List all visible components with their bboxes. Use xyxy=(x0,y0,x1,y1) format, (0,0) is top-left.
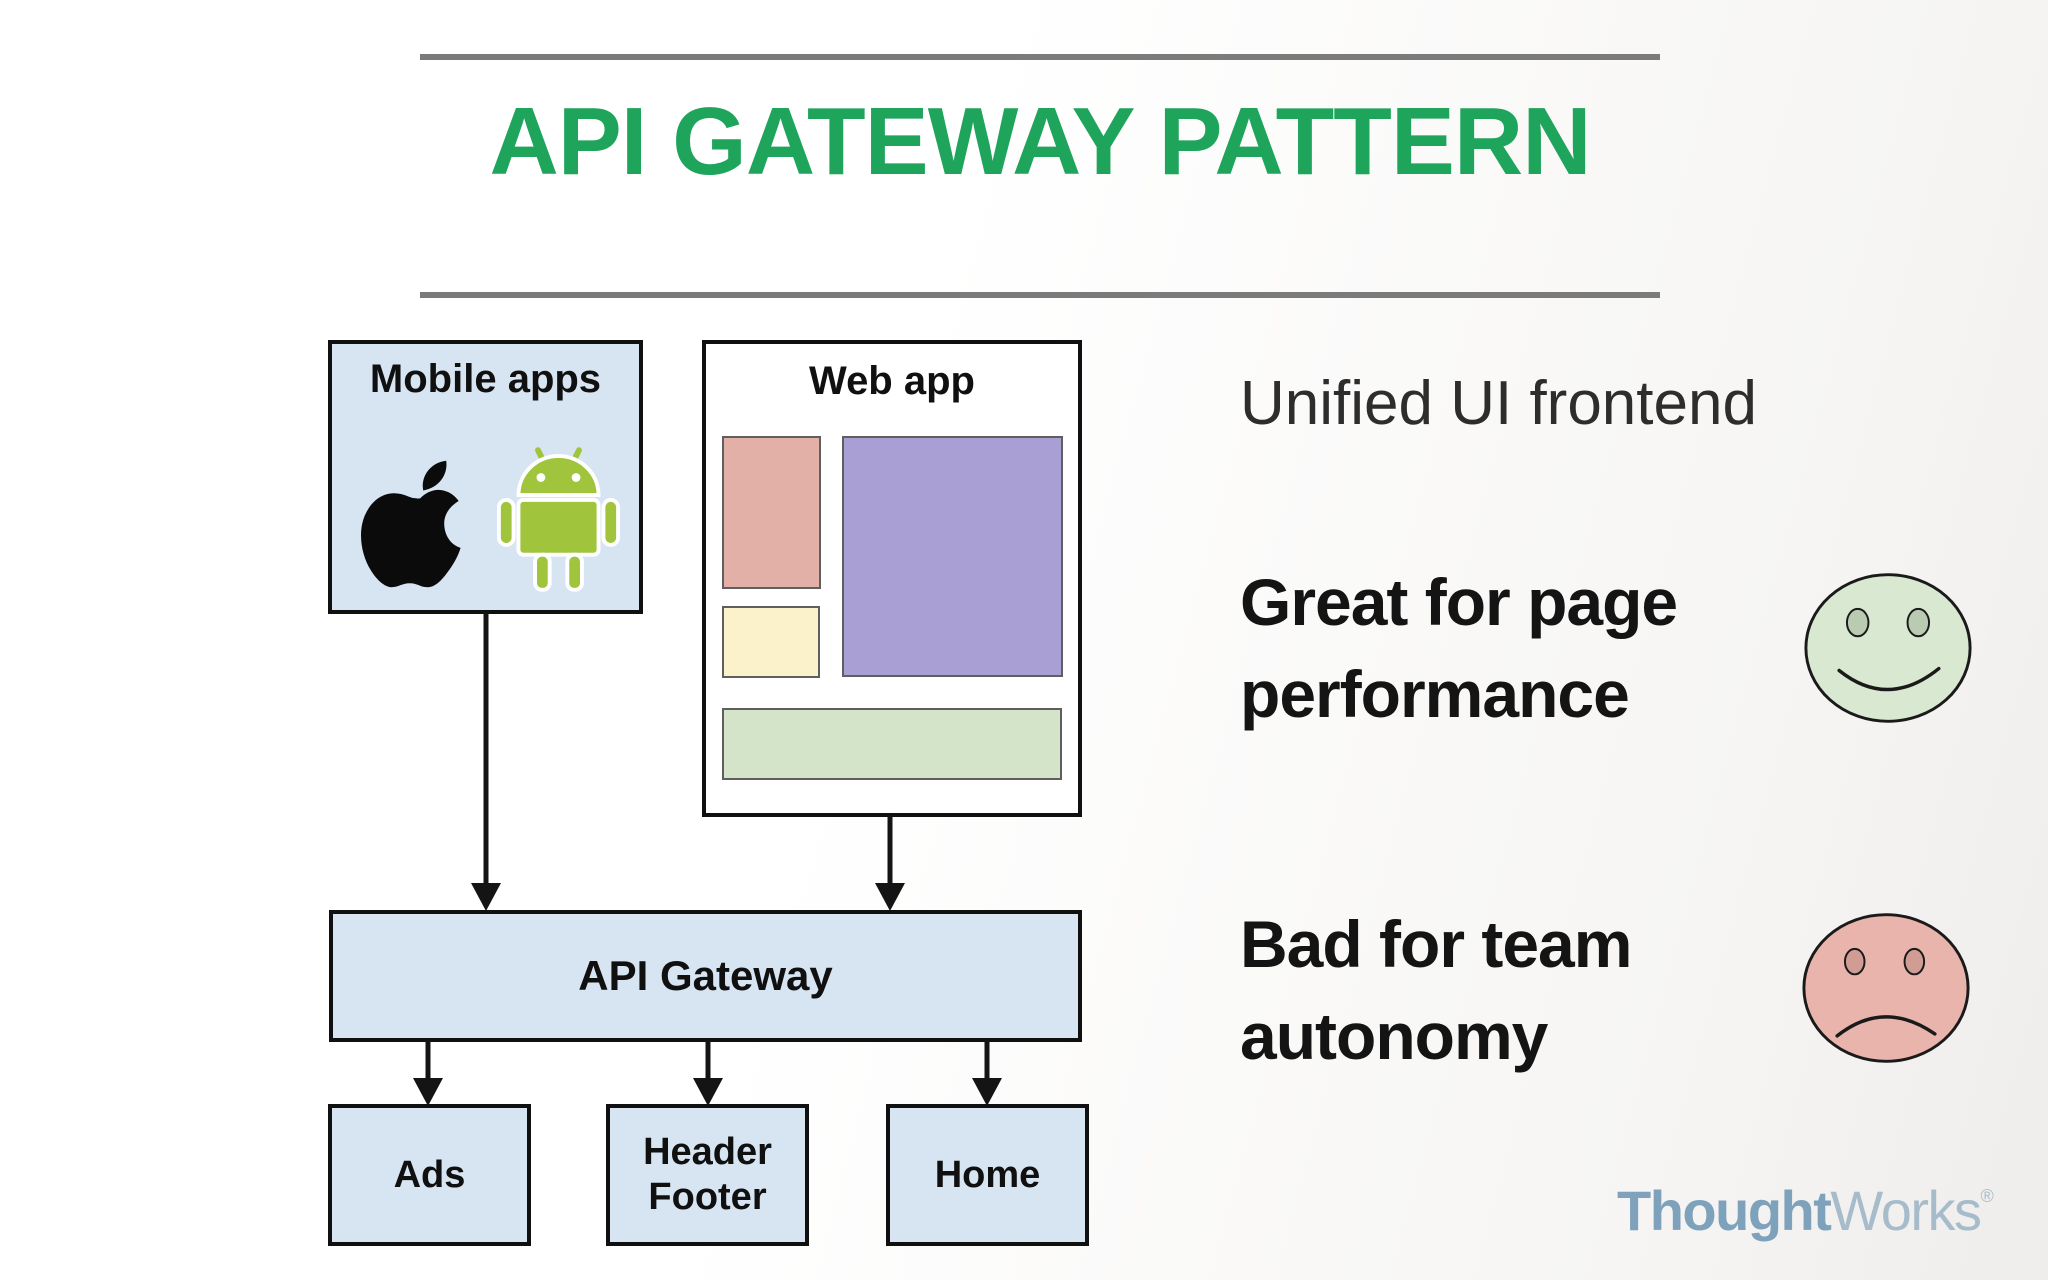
service-label-ads: Ads xyxy=(393,1153,466,1196)
apple-icon xyxy=(361,460,461,588)
page-title: API GATEWAY PATTERN xyxy=(489,88,1591,195)
arrow-head xyxy=(413,1078,443,1106)
android-icon xyxy=(496,447,621,592)
arrow-gateway-to-ads xyxy=(411,1040,445,1106)
logo-text-light: Works xyxy=(1830,1179,1982,1242)
logo-text-bold: Thought xyxy=(1617,1179,1832,1242)
note-unified-ui: Unified UI frontend xyxy=(1240,369,1757,438)
web-app-label: Web app xyxy=(809,359,975,403)
happy-face-icon xyxy=(1804,573,1972,723)
top-divider xyxy=(420,54,1660,60)
arrow-gateway-to-home xyxy=(970,1040,1004,1106)
note-team-autonomy: Bad for team autonomy xyxy=(1240,907,1632,1073)
arrow-head xyxy=(972,1078,1002,1106)
arrow-shaft xyxy=(887,815,893,885)
api-gateway-box: API Gateway xyxy=(329,910,1082,1042)
arrow-shaft xyxy=(425,1040,431,1080)
thoughtworks-logo: ThoughtWorks® xyxy=(1617,1178,1994,1243)
api-gateway-label: API Gateway xyxy=(578,952,833,1000)
wireframe-widget-block xyxy=(722,606,820,678)
service-box-home: Home xyxy=(886,1104,1089,1246)
mobile-apps-box: Mobile apps xyxy=(328,340,643,614)
title-divider xyxy=(420,292,1660,298)
service-box-header-footer: Header Footer xyxy=(606,1104,809,1246)
arrow-head xyxy=(875,883,905,911)
arrow-shaft xyxy=(984,1040,990,1080)
service-label-home: Home xyxy=(934,1153,1041,1196)
arrow-gateway-to-headerfooter xyxy=(691,1040,725,1106)
arrow-shaft xyxy=(483,613,489,885)
arrow-head xyxy=(693,1078,723,1106)
mobile-apps-label: Mobile apps xyxy=(369,357,602,401)
service-label-header-footer: Header Footer xyxy=(643,1131,772,1218)
web-app-box: Web app xyxy=(702,340,1082,817)
wireframe-main-content-block xyxy=(842,436,1063,677)
wireframe-sidebar-block xyxy=(722,436,821,589)
arrow-head xyxy=(471,883,501,911)
arrow-webapp-to-gateway xyxy=(873,815,907,911)
note-page-performance: Great for page performance xyxy=(1240,565,1678,731)
service-box-ads: Ads xyxy=(328,1104,531,1246)
sad-face-icon xyxy=(1802,913,1970,1063)
arrow-mobile-to-gateway xyxy=(469,613,503,911)
wireframe-footer-block xyxy=(722,708,1062,780)
registered-trademark-icon: ® xyxy=(1980,1186,1994,1206)
arrow-shaft xyxy=(705,1040,711,1080)
